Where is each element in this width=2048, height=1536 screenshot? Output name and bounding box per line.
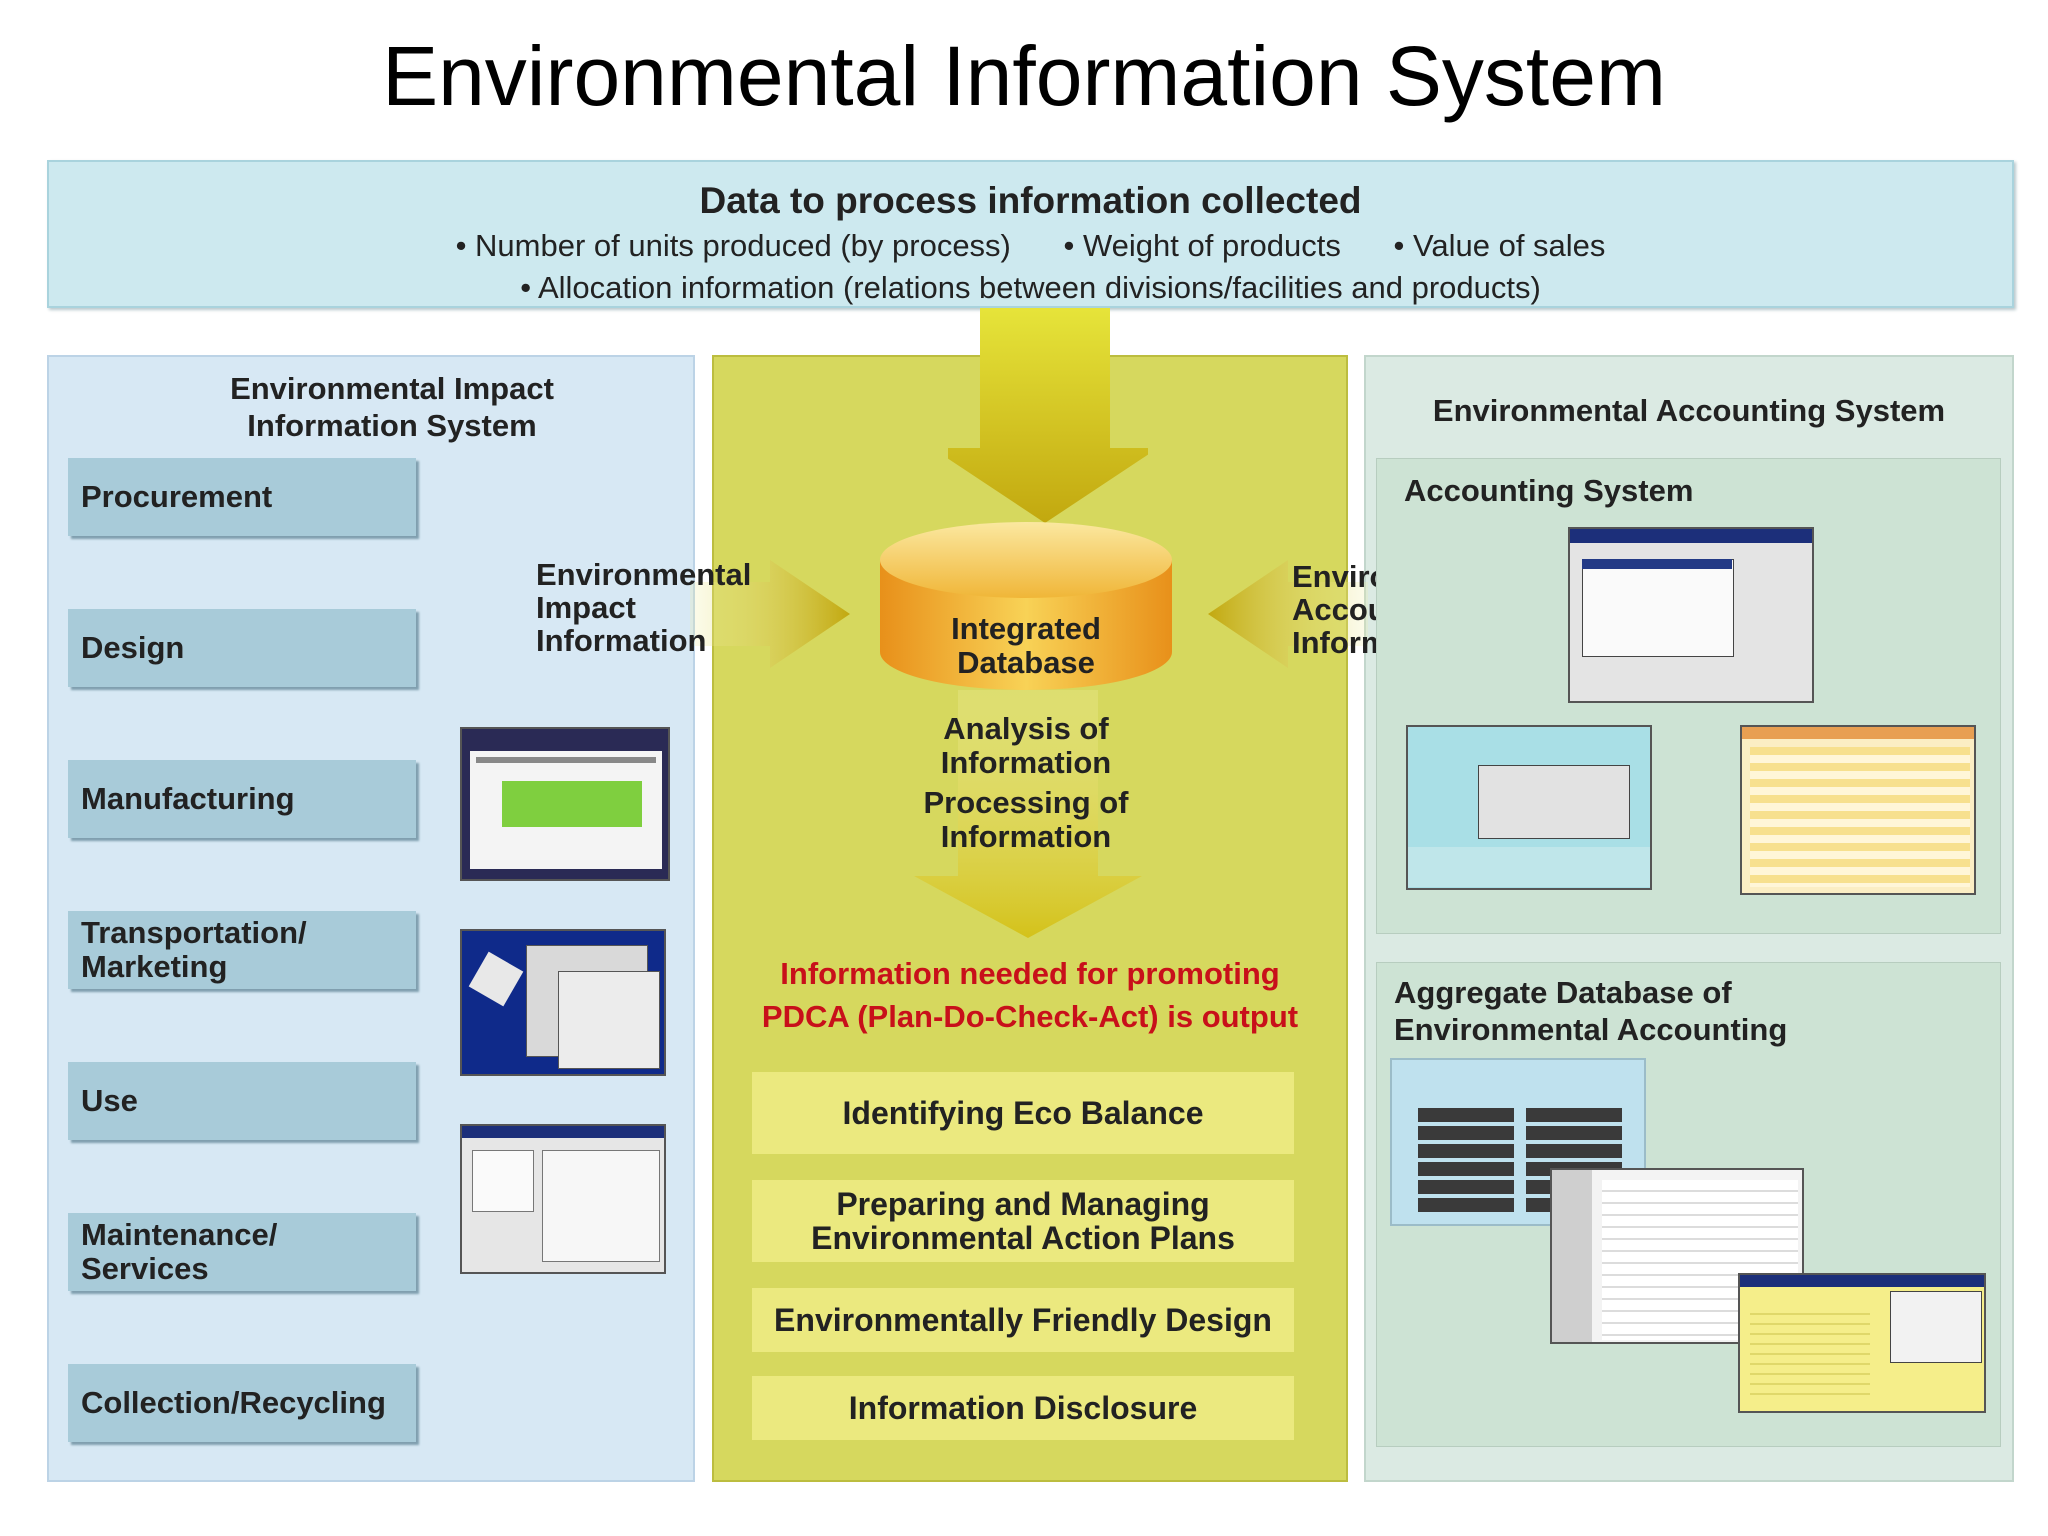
accounting-subtitle: Accounting System [1404,473,1694,508]
stage-design: Design [68,609,416,687]
bullet-units-produced: • Number of units produced (by process) [455,228,1011,263]
data-collected-heading: Data to process information collected [699,180,1362,221]
pdca-output-line2: PDCA (Plan-Do-Check-Act) is output [761,999,1299,1034]
left-arrow-icon [1208,560,1368,668]
down-arrow-icon [948,308,1148,523]
database-label-line2: Database [957,645,1095,680]
stage-label-line1: Maintenance/ [81,1217,278,1252]
eco-balance-label: Identifying Eco Balance [842,1095,1204,1131]
manufacturing-screenshot [460,727,670,881]
accounting-system-title: Environmental Accounting System [1432,393,1946,428]
action-plans-line2: Environmental Action Plans [811,1220,1235,1256]
action-plans-box: Preparing and Managing Environmental Act… [752,1180,1294,1262]
aggregate-subtitle: Aggregate Database of Environmental Acco… [1394,974,1787,1048]
eco-balance-box: Identifying Eco Balance [752,1072,1294,1154]
bullet-allocation-info: • Allocation information (relations betw… [520,270,1541,305]
analysis-line1: Analysis of [943,711,1109,746]
stage-label: Procurement [81,479,273,514]
pdca-output-line1: Information needed for promoting [780,956,1280,991]
stage-manufacturing: Manufacturing [68,760,416,838]
information-disclosure-label: Information Disclosure [848,1390,1198,1426]
stage-maintenance-services: Maintenance/ Services [68,1213,416,1291]
impact-system-title-line2: Information System [247,408,537,443]
impact-information-label: Environmental Impact Information [536,558,776,657]
accounting-screenshot-1 [1568,527,1814,703]
impact-system-title-line1: Environmental Impact [230,371,554,406]
database-label-line1: Integrated [951,611,1101,646]
output-arrow-icon [914,690,1142,938]
stage-use: Use [68,1062,416,1140]
transportation-screenshot [460,929,666,1076]
aggregate-line1: Aggregate Database of [1394,975,1732,1010]
friendly-design-label: Environmentally Friendly Design [774,1302,1272,1338]
stage-label: Collection/Recycling [81,1385,386,1420]
accounting-screenshot-3 [1740,725,1976,895]
maintenance-screenshot [460,1124,666,1274]
accounting-screenshot-2 [1406,725,1652,890]
analysis-line2: Information [940,745,1112,780]
bullet-weight-products: • Weight of products [1063,228,1341,263]
information-disclosure-box: Information Disclosure [752,1376,1294,1440]
stage-label: Design [81,630,185,665]
database-label: Integrated Database [876,612,1176,680]
stage-label-line2: Marketing [81,949,228,984]
data-collected-bullets-line1: • Number of units produced (by process) … [49,228,2012,264]
processing-line2: Information [940,819,1112,854]
impact-label-line2: Impact [536,590,636,625]
processing-label: Processing of Information [876,786,1176,854]
impact-system-title: Environmental Impact Information System [47,370,737,444]
right-arrow-icon [690,560,850,668]
database-icon [880,522,1172,690]
aggregate-screenshot-3 [1738,1273,1986,1413]
analysis-label: Analysis of Information [876,712,1176,780]
stage-label-line2: Services [81,1251,209,1286]
pdca-output-text: Information needed for promoting PDCA (P… [712,952,1348,1038]
stage-label: Use [81,1083,138,1118]
stage-collection-recycling: Collection/Recycling [68,1364,416,1442]
impact-label-line1: Environmental [536,557,752,592]
stage-label: Manufacturing [81,781,295,816]
bullet-value-sales: • Value of sales [1393,228,1606,263]
aggregate-line2: Environmental Accounting [1394,1012,1788,1047]
stage-transportation-marketing: Transportation/ Marketing [68,911,416,989]
friendly-design-box: Environmentally Friendly Design [752,1288,1294,1352]
aggregate-screenshot-1 [1390,1058,1646,1226]
data-collected-box: Data to process information collected • … [47,160,2014,308]
page-title: Environmental Information System [382,29,1666,123]
stage-procurement: Procurement [68,458,416,536]
processing-line1: Processing of [923,785,1129,820]
impact-label-line3: Information [536,623,707,658]
stage-label-line1: Transportation/ [81,915,307,950]
action-plans-line1: Preparing and Managing [836,1186,1210,1222]
